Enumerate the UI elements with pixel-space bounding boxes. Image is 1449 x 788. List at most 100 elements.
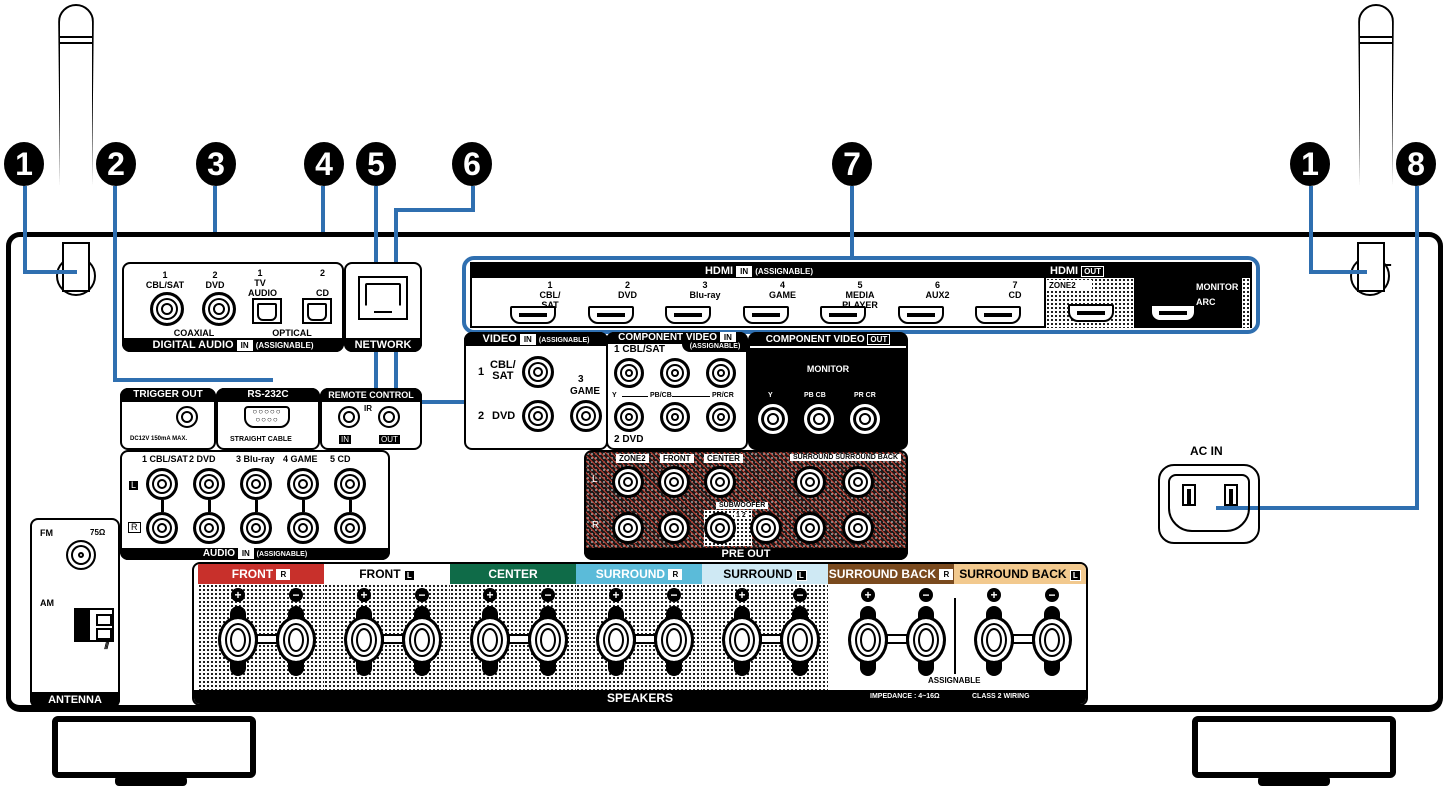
fm-ohm-label: 75Ω (90, 528, 106, 537)
video-in-jack-3[interactable] (570, 400, 602, 432)
leader-line-8 (1415, 186, 1419, 510)
audio-in-jack-3-r[interactable] (240, 512, 272, 544)
pre-out-jack-surround-r[interactable] (794, 512, 826, 544)
hdmi-out-panel: HDMI OUT ZONE2 MONITOR ARC (1044, 262, 1252, 328)
video-in-jack-1[interactable] (522, 356, 554, 388)
optical-label: OPTICAL (272, 328, 312, 338)
pre-out-jack-center[interactable] (704, 466, 736, 498)
audio-in-jack-1-r[interactable] (146, 512, 178, 544)
ac-in-socket[interactable] (1158, 464, 1260, 544)
hdmi-in-title: HDMI (704, 265, 734, 277)
audio-in-jack-3-l[interactable] (240, 468, 272, 500)
pre-out-jack-subwoofer-2[interactable] (750, 512, 782, 544)
component-in-2-pb[interactable] (660, 402, 690, 432)
ethernet-port[interactable] (358, 276, 408, 320)
optical-port-1[interactable] (252, 298, 282, 324)
foot-left-base (115, 776, 187, 786)
hdmi-in-port-3[interactable] (665, 306, 711, 324)
audio-in-jack-2-l[interactable] (193, 468, 225, 500)
coaxial-jack-2[interactable] (202, 292, 236, 326)
terminal-bridge (760, 634, 782, 644)
trigger-out-jack[interactable] (176, 406, 198, 428)
coax-1-number: 1 (162, 270, 168, 280)
audio-in-jack-4-r[interactable] (287, 512, 319, 544)
component-2-label: 2 DVD (614, 434, 644, 445)
speaker-terminal-6-plus[interactable] (848, 616, 888, 664)
rs232c-note: STRAIGHT CABLE (230, 436, 292, 443)
speaker-terminal-7-plus[interactable] (974, 616, 1014, 664)
component-in-2-pr[interactable] (706, 402, 736, 432)
pre-out-jack-surround-back-l[interactable] (842, 466, 874, 498)
pre-out-center: CENTER (704, 454, 743, 463)
arc-label: ARC (1196, 297, 1216, 307)
speaker-channel-header: SURROUND BACK L (954, 564, 1086, 584)
component-in-1-y[interactable] (614, 358, 644, 388)
speakers-panel: FRONT R+−FRONT L+−CENTER +−SURROUND R+−S… (192, 562, 1088, 706)
audio-in-jack-2-r[interactable] (193, 512, 225, 544)
speaker-terminal-1-minus[interactable] (276, 616, 316, 664)
component-in-2-y[interactable] (614, 402, 644, 432)
speaker-terminal-3-minus[interactable] (528, 616, 568, 664)
speaker-terminal-6-minus[interactable] (906, 616, 946, 664)
audio-in-jack-5-l[interactable] (334, 468, 366, 500)
pre-out-jack-zone2-r[interactable] (612, 512, 644, 544)
pre-out-jack-subwoofer-1[interactable] (704, 512, 736, 544)
hdmi-in-port-6[interactable] (897, 306, 944, 324)
speaker-terminal-4-plus[interactable] (596, 616, 636, 664)
remote-control-panel: REMOTE CONTROL IR IN OUT (320, 388, 422, 450)
audio-in-jack-5-r[interactable] (334, 512, 366, 544)
component-out-pb-jack[interactable] (804, 404, 834, 434)
hdmi-port-number: 4 (779, 280, 785, 290)
leader-line-8-h (1216, 506, 1419, 510)
speaker-channel-header: SURROUND BACK R (828, 564, 954, 584)
am-antenna-terminal[interactable] (74, 608, 114, 642)
speaker-channel-label: FRONT (359, 567, 401, 581)
video-in-jack-2[interactable] (522, 400, 554, 432)
rs232c-panel: RS-232C ○○○○○○○○○ STRAIGHT CABLE (216, 388, 320, 450)
component-out-y-jack[interactable] (758, 404, 788, 434)
rs232c-port[interactable]: ○○○○○○○○○ (244, 406, 290, 428)
hdmi-port-name: AUX2 (925, 290, 950, 300)
speaker-terminal-5-minus[interactable] (780, 616, 820, 664)
video-in-assignable: (ASSIGNABLE) (538, 337, 590, 344)
ir-in-jack[interactable] (338, 406, 360, 428)
hdmi-in-port-1[interactable] (510, 306, 556, 324)
speaker-terminal-5-plus[interactable] (722, 616, 762, 664)
hdmi-out-monitor-port[interactable] (1150, 304, 1196, 322)
coaxial-jack-1[interactable] (150, 292, 184, 326)
pre-out-jack-surround-back-r[interactable] (842, 512, 874, 544)
foot-right-base (1258, 776, 1330, 786)
hdmi-in-port-7[interactable] (975, 306, 1021, 324)
audio-in-port-label: 4 GAME (283, 454, 318, 464)
hdmi-in-port-2[interactable] (587, 306, 634, 324)
hdmi-out-zone2-port[interactable] (1068, 304, 1114, 322)
pre-out-jack-front-r[interactable] (658, 512, 690, 544)
pre-out-jack-front-l[interactable] (658, 466, 690, 498)
fm-antenna-jack[interactable] (66, 540, 96, 570)
hdmi-out-badge: OUT (1081, 266, 1105, 277)
audio-in-jack-1-l[interactable] (146, 468, 178, 500)
pre-out-jack-zone2-l[interactable] (612, 466, 644, 498)
component-in-1-pr[interactable] (706, 358, 736, 388)
speaker-terminal-7-minus[interactable] (1032, 616, 1072, 664)
audio-in-jack-4-l[interactable] (287, 468, 319, 500)
speaker-terminal-3-plus[interactable] (470, 616, 510, 664)
hdmi-in-port-4[interactable] (742, 306, 789, 324)
speaker-terminal-1-plus[interactable] (218, 616, 258, 664)
minus-icon: − (289, 588, 303, 602)
pre-out-jack-surround-l[interactable] (794, 466, 826, 498)
callout-4: 4 (304, 142, 344, 186)
component-out-pr-jack[interactable] (850, 404, 880, 434)
speaker-terminal-2-minus[interactable] (402, 616, 442, 664)
speaker-terminal-4-minus[interactable] (654, 616, 694, 664)
audio-in-port-label: 1 CBL/SAT (142, 454, 188, 464)
optical-port-2[interactable] (302, 298, 332, 324)
speaker-side-badge: R (668, 569, 683, 581)
ir-out-jack[interactable] (378, 406, 400, 428)
jack-pair-connector (302, 500, 305, 512)
component-in-1-pb[interactable] (660, 358, 690, 388)
speaker-terminal-2-plus[interactable] (344, 616, 384, 664)
hdmi-in-port-5[interactable] (820, 306, 866, 324)
component-out-panel: COMPONENT VIDEO OUT MONITOR Y PB CB PR C… (748, 332, 908, 450)
